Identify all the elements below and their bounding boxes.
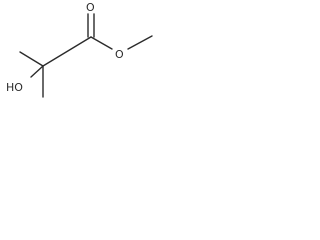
bond-ester-oxygen <box>90 36 113 50</box>
bond-hydroxyl <box>30 65 44 78</box>
bond-ester-methyl <box>127 35 153 50</box>
bond-carbonyl-carbon <box>42 36 92 67</box>
structure-diagram: O O HO <box>6 1 153 98</box>
bond-methyl-left <box>19 51 44 67</box>
hydroxyl-label: HO <box>6 81 23 94</box>
carbonyl-oxygen-label: O <box>86 1 95 14</box>
ester-oxygen-label: O <box>115 48 124 61</box>
